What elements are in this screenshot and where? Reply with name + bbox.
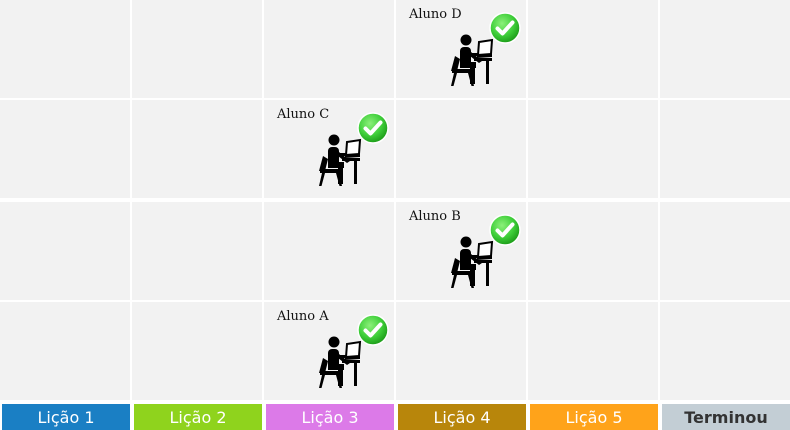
board-cell (132, 202, 262, 300)
board-cell (528, 202, 658, 300)
lesson-tab-bar: Lição 1 Lição 2 Lição 3 Lição 4 Lição 5 … (0, 402, 790, 430)
tab-licao-1[interactable]: Lição 1 (2, 404, 130, 430)
lesson-progress-board: Aluno D Aluno C Aluno B (0, 0, 790, 400)
check-circle-icon (357, 314, 389, 346)
student-name: Aluno B (409, 209, 461, 224)
student-at-desk-icon (319, 336, 362, 388)
board-cell (132, 0, 262, 98)
student-at-desk-icon (451, 236, 494, 288)
tab-terminou[interactable]: Terminou (662, 404, 790, 430)
tab-licao-4[interactable]: Lição 4 (398, 404, 526, 430)
check-circle-icon (357, 112, 389, 144)
student-at-desk-icon (319, 134, 362, 186)
tab-licao-5[interactable]: Lição 5 (530, 404, 658, 430)
board-cell (660, 0, 790, 98)
student-marker[interactable]: Aluno B (396, 202, 526, 300)
board-cell (660, 302, 790, 400)
student-at-desk-icon (451, 34, 494, 86)
student-name: Aluno C (277, 107, 330, 122)
tab-licao-3[interactable]: Lição 3 (266, 404, 394, 430)
check-circle-icon (489, 214, 521, 246)
board-cell (0, 302, 130, 400)
board-cell (264, 0, 394, 98)
board-cell (528, 0, 658, 98)
board-cell (528, 302, 658, 400)
board-cell (528, 100, 658, 198)
student-marker[interactable]: Aluno A (264, 302, 394, 400)
board-cell (396, 100, 526, 198)
student-name: Aluno D (409, 7, 462, 22)
board-cell (396, 302, 526, 400)
board-cell (660, 100, 790, 198)
student-marker[interactable]: Aluno C (264, 100, 394, 198)
board-cell (132, 100, 262, 198)
check-circle-icon (489, 12, 521, 44)
board-cell (132, 302, 262, 400)
board-cell (660, 202, 790, 300)
student-marker[interactable]: Aluno D (396, 0, 526, 98)
board-cell (0, 100, 130, 198)
board-cell (264, 202, 394, 300)
board-cell (0, 202, 130, 300)
tab-licao-2[interactable]: Lição 2 (134, 404, 262, 430)
board-cell (0, 0, 130, 98)
student-name: Aluno A (277, 309, 329, 324)
